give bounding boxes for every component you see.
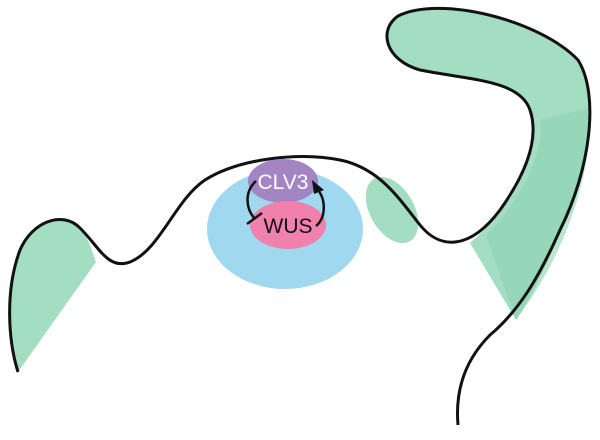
arrowhead-icon — [312, 180, 324, 194]
wus-domain — [250, 201, 326, 249]
meristem-outline — [8, 6, 592, 426]
right-organ-shade — [486, 108, 591, 320]
clv3-label: CLV3 — [258, 171, 309, 194]
wus-label: WUS — [264, 215, 313, 238]
left-primordium-fill — [9, 219, 96, 372]
inhibition-arrow — [246, 180, 257, 219]
activation-arrow — [315, 189, 325, 227]
small-primordium — [365, 176, 419, 244]
clv3-domain — [248, 159, 318, 203]
inhibition-bar — [246, 211, 263, 226]
